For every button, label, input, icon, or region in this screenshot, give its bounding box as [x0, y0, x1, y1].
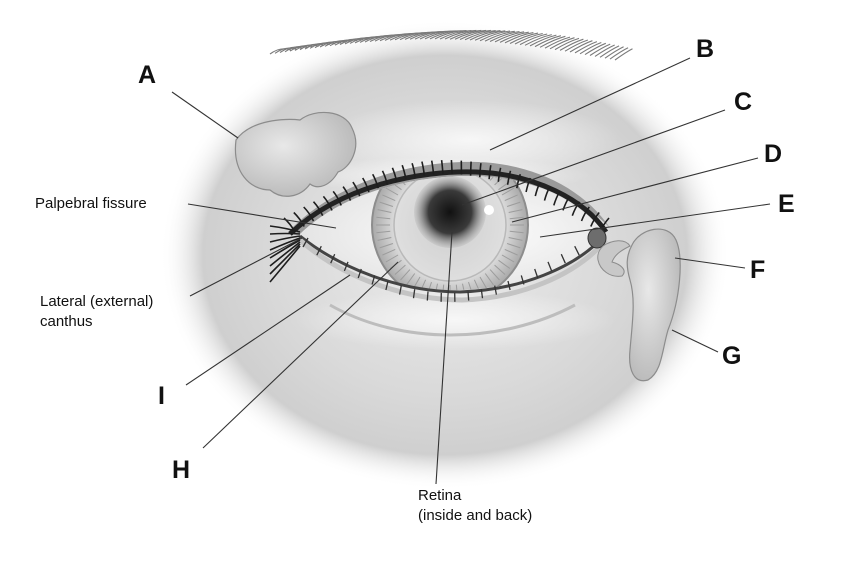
leader-retina: [435, 231, 453, 485]
leader-g: [671, 329, 719, 353]
iris-inner-ring: [393, 175, 507, 282]
pupil: [414, 176, 486, 248]
pupil-highlight: [484, 205, 494, 215]
label-b: B: [696, 35, 714, 63]
leader-f: [674, 257, 746, 269]
lacrimal-sac: [626, 228, 681, 382]
label-lateral-canthus-line1: Lateral (external): [40, 293, 153, 310]
lower-lid-margin: [299, 234, 606, 294]
label-retina-line2: (inside and back): [418, 507, 532, 524]
lower-eyelashes: [302, 237, 594, 302]
eye: [269, 159, 610, 303]
eyebrow: [269, 29, 633, 61]
label-d: D: [764, 140, 782, 168]
upper-eyelashes: [269, 159, 610, 283]
label-f: F: [750, 256, 765, 284]
label-g: G: [722, 342, 741, 370]
leader-c: [461, 109, 726, 206]
label-lateral-canthus-line2: canthus: [40, 313, 93, 330]
label-palpebral-fissure: Palpebral fissure: [35, 195, 147, 212]
leader-i: [185, 274, 351, 386]
leader-palpebral: [187, 203, 337, 229]
leader-lines: [171, 57, 771, 485]
label-a: A: [138, 61, 156, 89]
label-c: C: [734, 88, 752, 116]
caruncle: [587, 227, 607, 249]
cheek-highlight: [295, 290, 615, 350]
leader-b: [489, 57, 691, 151]
leader-canthus: [189, 237, 303, 297]
label-h: H: [172, 456, 190, 484]
labels: A B C D E F G H I Palpebral fissure Late…: [35, 35, 795, 524]
label-retina-line1: Retina: [418, 487, 462, 504]
lacrimal-drainage: [597, 228, 681, 382]
leader-d: [511, 157, 759, 223]
lacrimal-canaliculus: [597, 240, 631, 277]
label-e: E: [778, 190, 795, 218]
lower-lid-fold: [329, 303, 576, 337]
leader-e: [539, 203, 771, 238]
label-i: I: [158, 382, 165, 410]
lacrimal-gland-shape: [234, 111, 357, 197]
leader-h: [202, 261, 399, 449]
leader-a: [171, 91, 239, 139]
